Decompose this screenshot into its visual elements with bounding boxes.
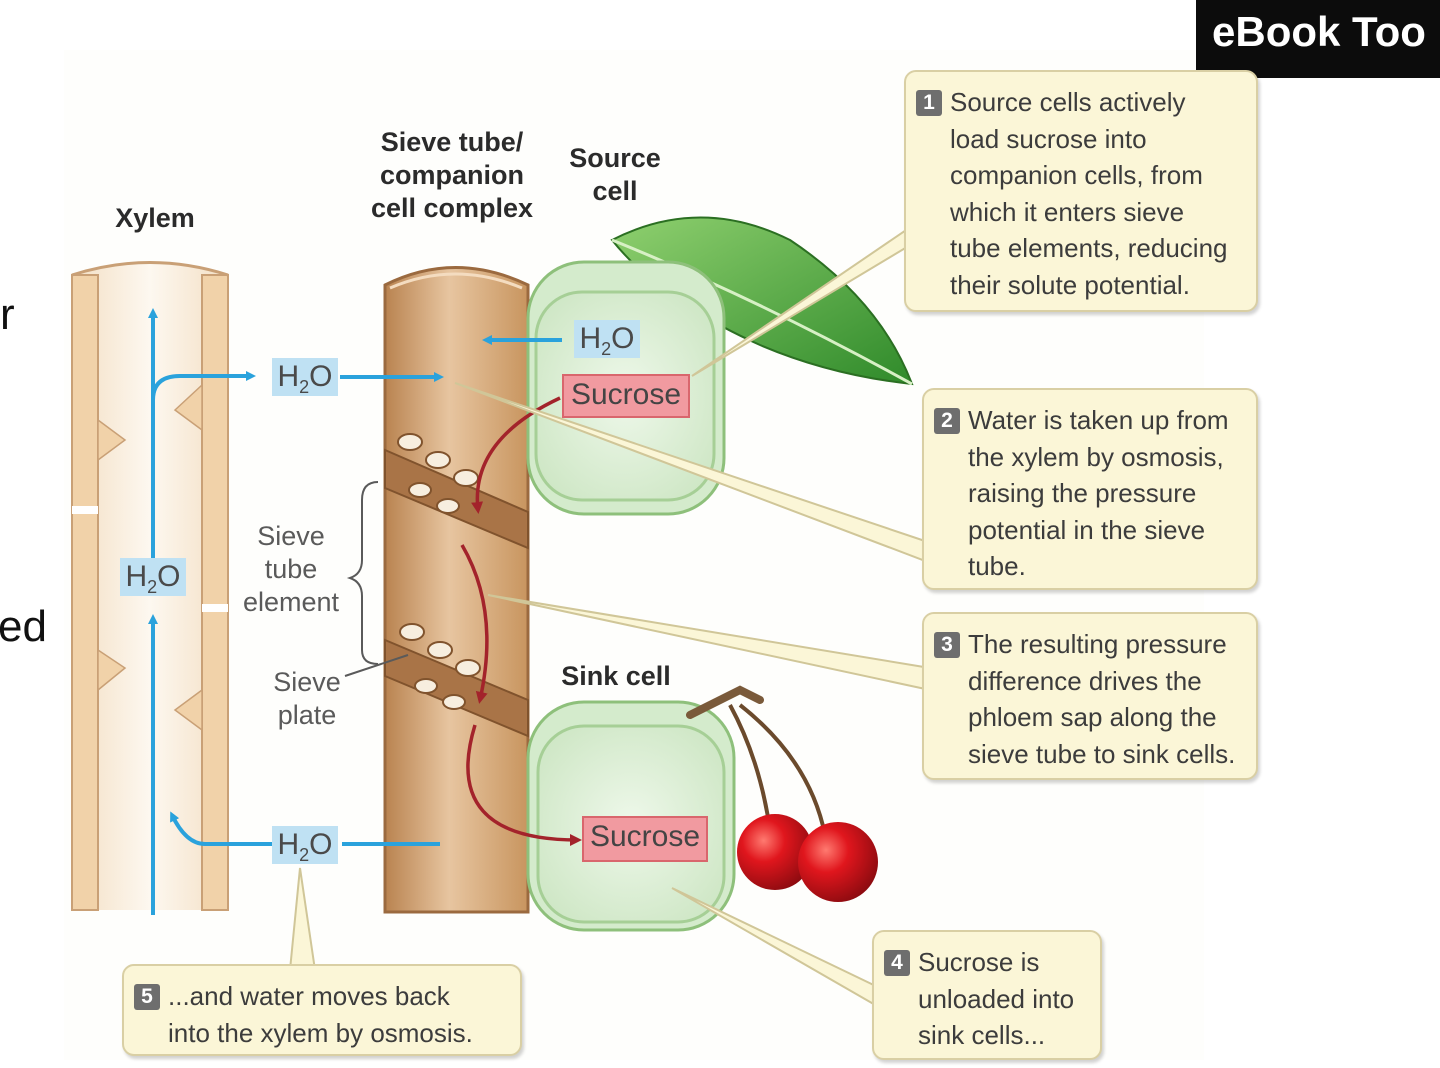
callout-step-2: 2 Water is taken up from the xylem by os…	[922, 388, 1258, 590]
h2o-tag-source-cell: H2O	[574, 320, 640, 359]
step-number-2: 2	[934, 408, 960, 434]
callout-step-1: 1 Source cells actively load sucrose int…	[904, 70, 1258, 312]
sucrose-tag-sink: Sucrose	[582, 816, 708, 862]
sieve-plate-pointer	[344, 654, 409, 677]
label-xylem: Xylem	[115, 203, 195, 233]
step-text-1: Source cells actively load sucrose into …	[950, 87, 1228, 300]
clipped-slide-text-2: ed	[0, 602, 47, 651]
callout-step-4: 4 Sucrose is unloaded into sink cells...	[872, 930, 1102, 1060]
sieve-element-brace	[346, 481, 379, 665]
clipped-slide-text-1: r	[0, 290, 15, 339]
step-number-3: 3	[934, 632, 960, 658]
sucrose-tag-source: Sucrose	[562, 374, 690, 418]
callout-step-5: 5 ...and water moves back into the xylem…	[122, 964, 522, 1056]
sieve-tube	[383, 266, 530, 914]
label-source-cell: Source cell	[569, 143, 661, 206]
sucrose-arrows	[460, 396, 582, 846]
h2o-tag-return: H2O	[272, 826, 338, 865]
step-number-1: 1	[916, 90, 942, 116]
label-sink-cell: Sink cell	[561, 661, 671, 691]
step-text-3: The resulting pressure difference drives…	[968, 629, 1236, 769]
h2o-tag-xylem: H2O	[120, 558, 186, 597]
water-arrows	[148, 308, 562, 915]
sieve-plate-pores	[397, 433, 481, 710]
step-text-4: Sucrose is unloaded into sink cells...	[918, 947, 1075, 1050]
label-sieve-plate: Sieve plate	[273, 667, 341, 730]
step-number-5: 5	[134, 984, 160, 1010]
cherries	[686, 685, 878, 902]
h2o-tag-xylem-exit: H2O	[272, 358, 338, 397]
label-sieve-tube-complex: Sieve tube/ companion cell complex	[370, 127, 534, 223]
callout-step-3: 3 The resulting pressure difference driv…	[922, 612, 1258, 780]
label-sieve-tube-element: Sieve tube element	[242, 521, 340, 617]
step-text-5: ...and water moves back into the xylem b…	[168, 981, 473, 1048]
step-number-4: 4	[884, 950, 910, 976]
step-text-2: Water is taken up from the xylem by osmo…	[968, 405, 1229, 581]
ebook-tools-label[interactable]: eBook Too	[1212, 8, 1426, 55]
callout-pointers	[288, 224, 931, 1012]
ebook-tools-bar[interactable]: eBook Too	[1196, 0, 1440, 78]
